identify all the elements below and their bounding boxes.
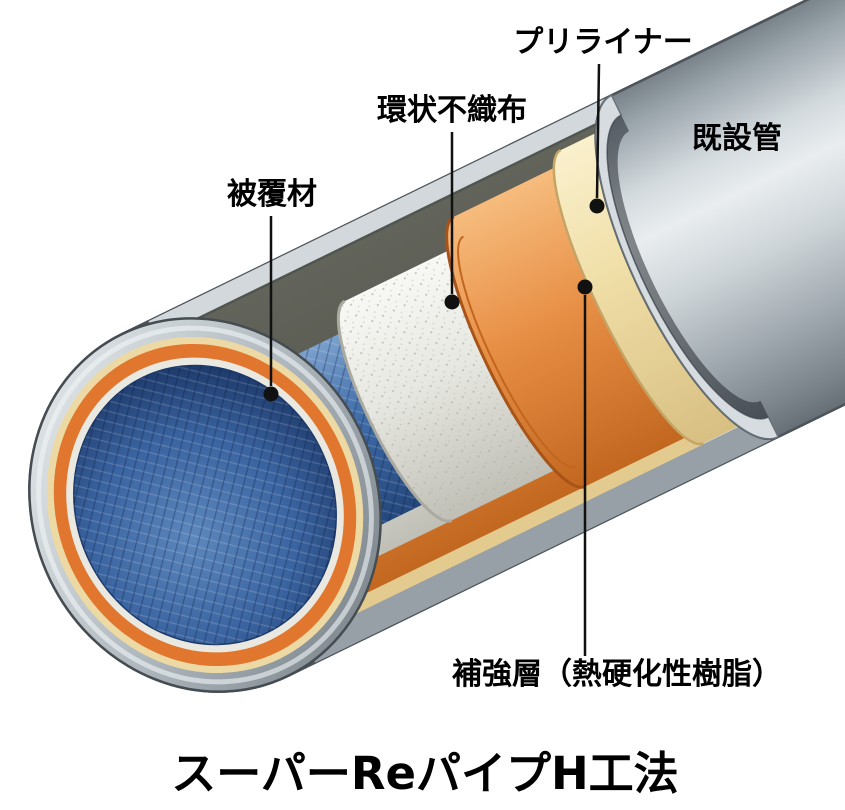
label-covering: 被覆材	[227, 177, 317, 212]
marker-dot-nonwoven	[444, 294, 460, 310]
leader-line-preliner	[595, 63, 601, 199]
layer-preliner-bottom-shell	[319, 429, 704, 629]
face-covering-disc-texture	[73, 365, 337, 645]
label-nonwoven: 環状不織布	[377, 93, 527, 128]
annotations: プリライナー 環状不織布 既設管 被覆材 補強層（熱硬化性樹脂） スーパーReパ…	[171, 25, 782, 800]
marker-dot-reinforcement	[577, 279, 593, 295]
layer-nonwoven-texture	[338, 244, 569, 522]
pipe-longitudinal-cut-face	[148, 95, 620, 339]
diagram-title: スーパーReパイプH工法	[171, 747, 678, 800]
layer-reinforcement-band	[446, 164, 694, 488]
marker-dot-covering	[263, 386, 279, 402]
pipe-bottom-wall	[303, 413, 779, 663]
layer-nonwoven-cut-edge	[336, 299, 453, 523]
label-preliner: プリライナー	[513, 25, 692, 60]
marker-dot-preliner	[589, 198, 605, 214]
layer-reinforcement-inner-edge	[457, 235, 577, 469]
pipe-longitudinal-cut-edge	[156, 111, 621, 340]
label-reinforcement: 補強層（熱硬化性樹脂）	[451, 657, 782, 692]
layer-preliner-cut-edge	[552, 149, 704, 446]
pipe-front-face	[28, 317, 382, 693]
label-existing-pipe: 既設管	[692, 121, 782, 156]
layer-reinforcement-bottom-shell	[307, 459, 586, 616]
pipe-cut-inner-shadow	[607, 115, 769, 419]
pipe-group	[28, 0, 845, 693]
layer-reinforcement-cut-edge	[445, 215, 586, 489]
face-metal-highlight	[36, 325, 374, 685]
